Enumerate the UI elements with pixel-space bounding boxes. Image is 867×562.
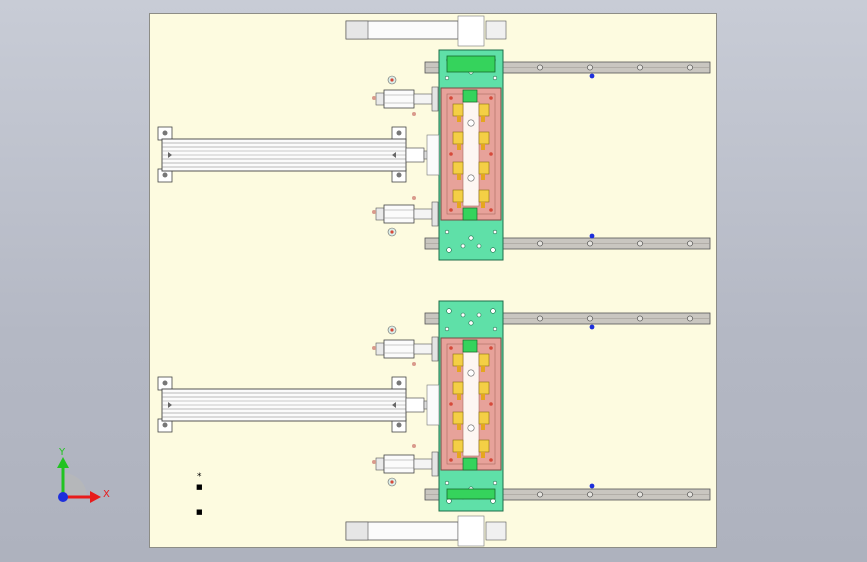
z-axis-icon — [58, 492, 68, 502]
side-cylinder-top-1 — [375, 86, 439, 112]
side-cylinder-bottom-1 — [375, 336, 439, 362]
fastener — [387, 227, 397, 237]
bottom-stopper — [345, 515, 507, 547]
x-axis-arrow-icon — [90, 491, 101, 503]
clamp-fixture-bottom — [440, 337, 502, 471]
top-assembly[interactable] — [157, 15, 711, 261]
fastener — [387, 477, 397, 487]
top-stopper — [345, 15, 507, 47]
y-axis-label: Y — [58, 447, 66, 458]
marker-square: ■ — [196, 508, 203, 516]
sensor-point — [589, 483, 595, 489]
side-cylinder-bottom-2 — [375, 451, 439, 477]
origin-markers: * ■ ■ — [196, 472, 203, 516]
clamp-bar-top — [446, 55, 496, 73]
sensor-point — [589, 233, 595, 239]
marker-square: ■ — [196, 483, 203, 491]
bottom-assembly[interactable] — [157, 300, 711, 547]
sensor-point — [589, 73, 595, 79]
long-pneumatic-cylinder-bottom — [157, 376, 431, 433]
long-pneumatic-cylinder-top — [157, 126, 431, 183]
clamp-bar-bottom — [446, 488, 496, 500]
sensor-point — [589, 324, 595, 330]
fastener — [387, 75, 397, 85]
marker-star: * — [197, 472, 202, 482]
y-axis-arrow-icon — [57, 457, 69, 468]
coordinate-triad: Y X — [57, 447, 110, 503]
x-axis-label: X — [103, 489, 110, 500]
clamp-fixture-top — [440, 87, 502, 221]
fastener — [387, 325, 397, 335]
side-cylinder-top-2 — [375, 201, 439, 227]
